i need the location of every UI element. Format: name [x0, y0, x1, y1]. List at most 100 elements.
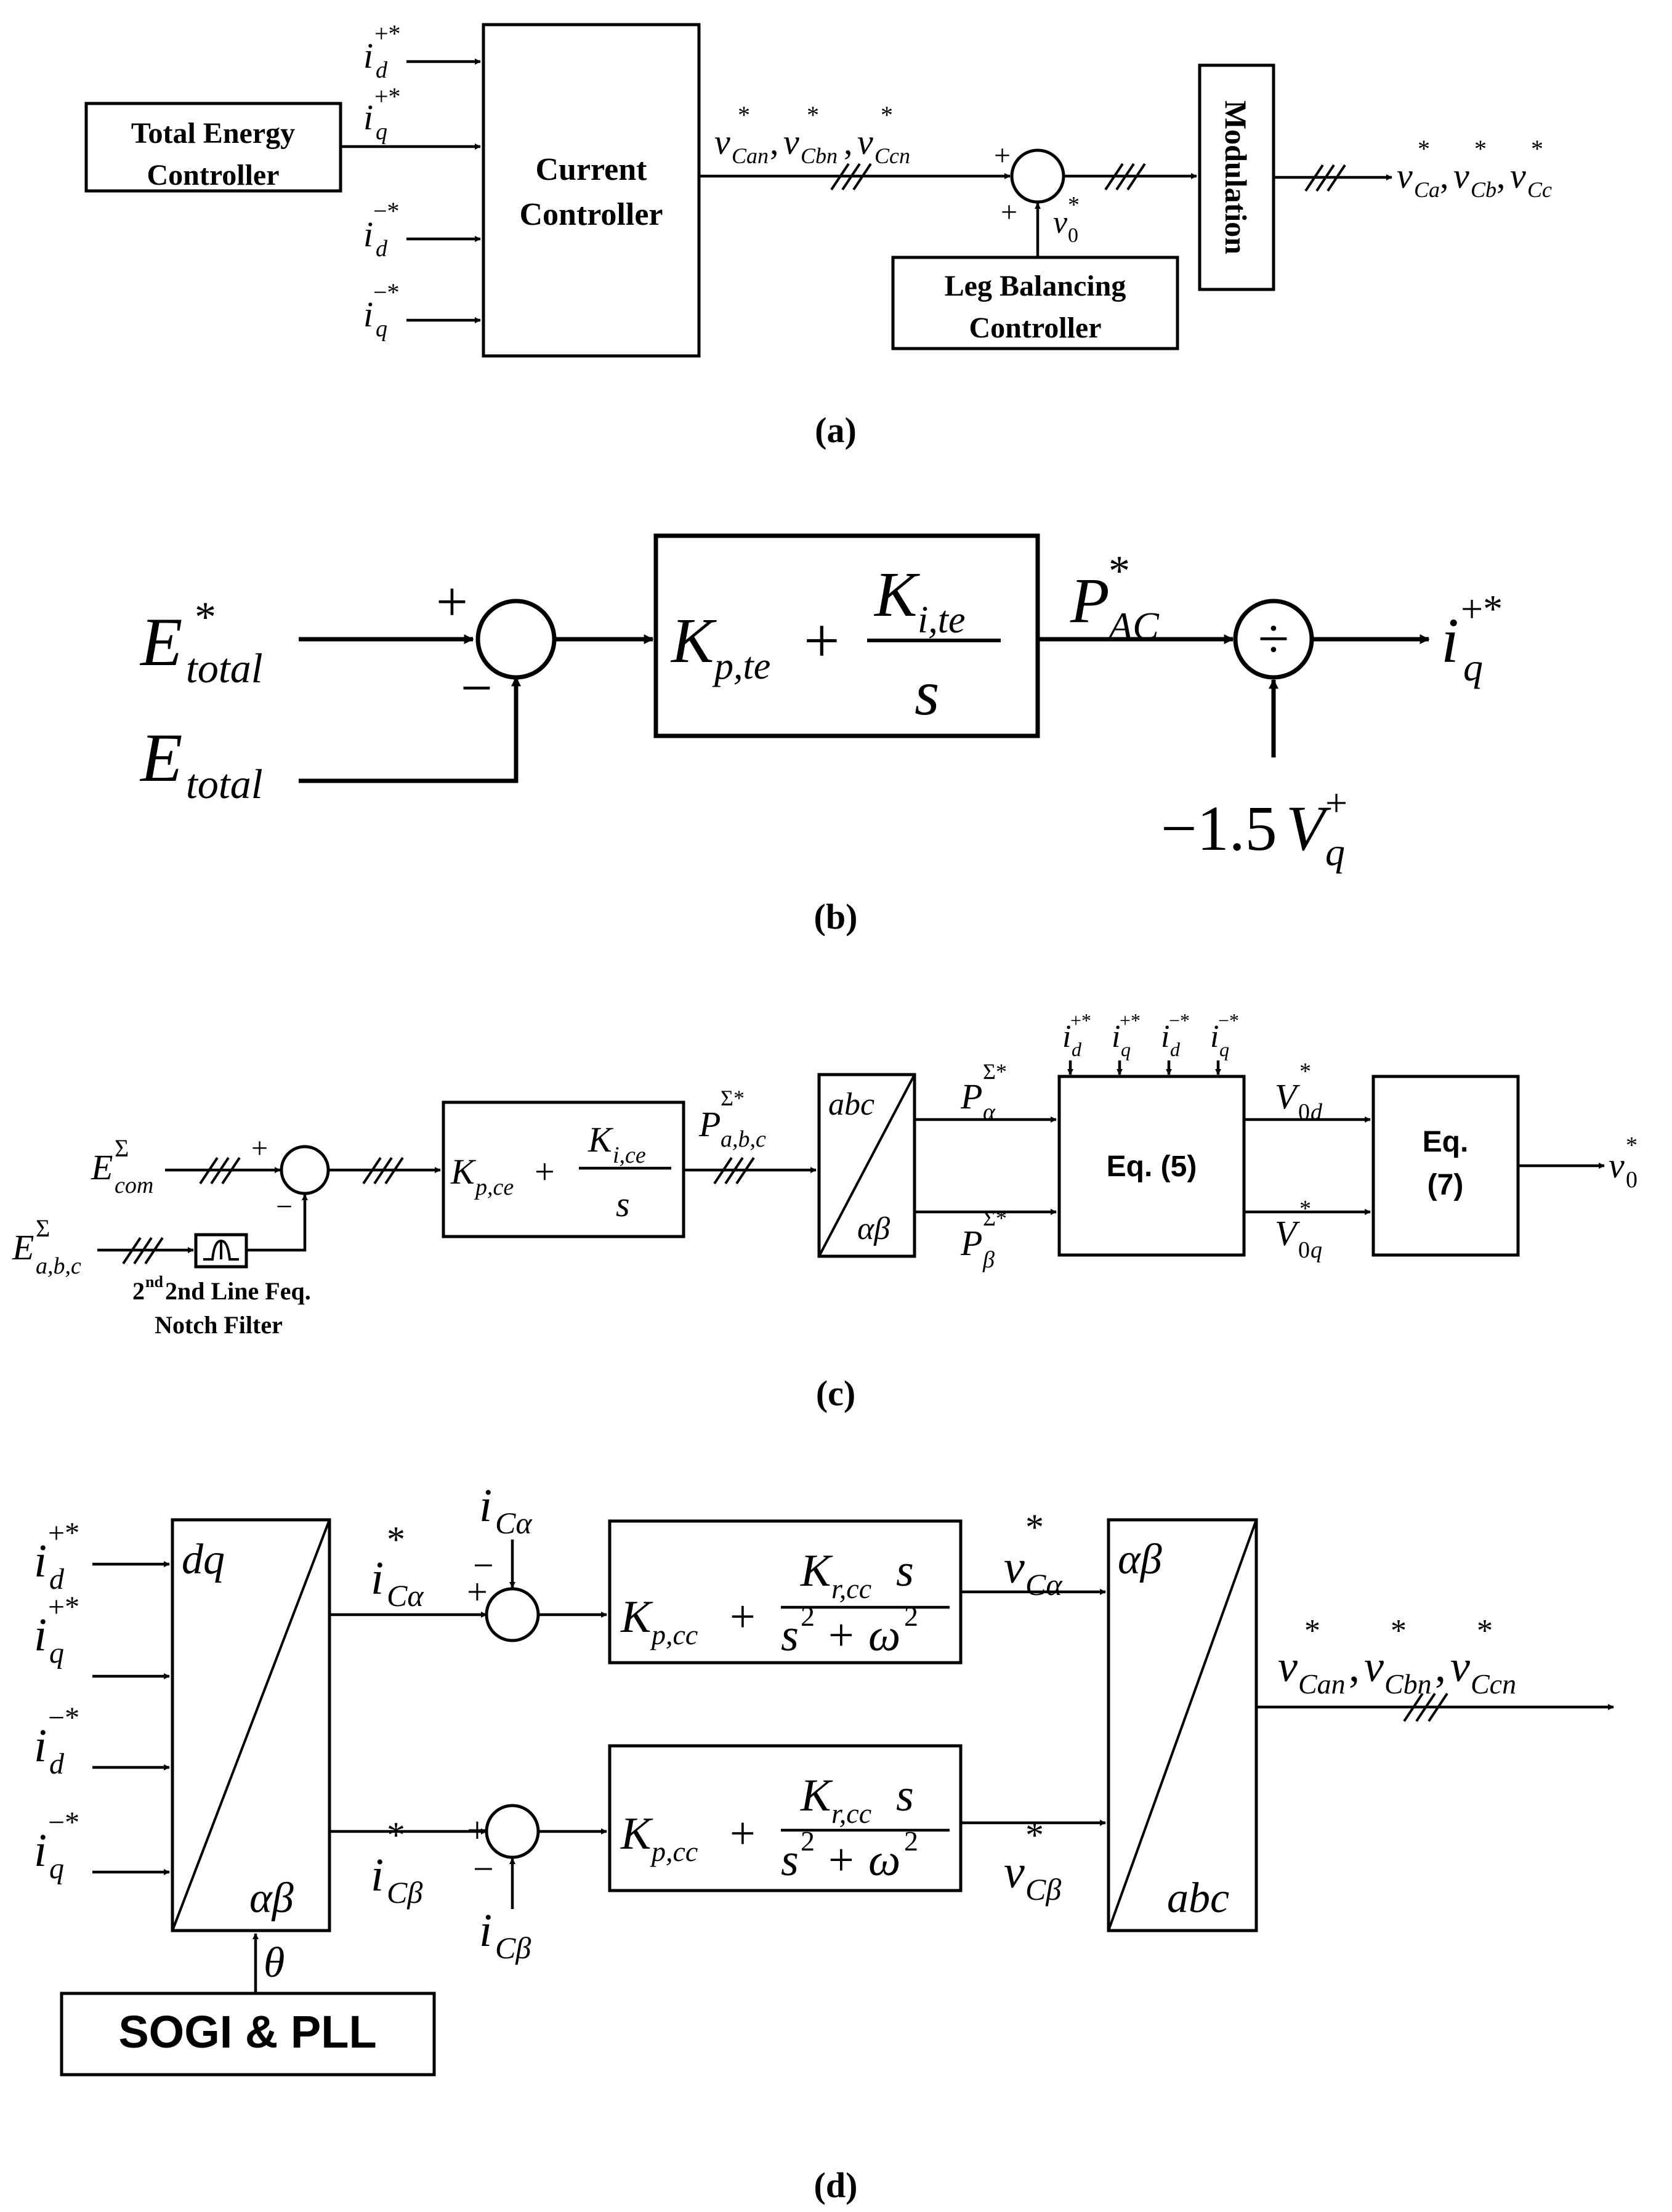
- svg-text:β: β: [982, 1247, 995, 1273]
- svg-text:v: v: [1450, 1642, 1470, 1691]
- b-iq-pos-label: i q +*: [1441, 587, 1503, 689]
- svg-text:v: v: [1510, 156, 1526, 196]
- svg-text:Cβ: Cβ: [1025, 1872, 1061, 1907]
- c-sign-plus: +: [251, 1132, 268, 1165]
- d-ica-label: i Cα: [479, 1480, 533, 1540]
- svg-text:*: *: [1477, 1613, 1493, 1649]
- svg-text:q: q: [1463, 645, 1483, 689]
- svg-text:K: K: [620, 1809, 653, 1859]
- c-eq7-label-1: Eq.: [1423, 1126, 1469, 1158]
- a-sign-plus-bottom: +: [1001, 196, 1017, 228]
- svg-text:i: i: [1062, 1019, 1071, 1054]
- svg-text:Can: Can: [732, 143, 769, 168]
- svg-text:V: V: [1275, 1213, 1301, 1253]
- svg-text:K: K: [800, 1770, 833, 1821]
- svg-text:+*: +*: [1461, 587, 1503, 631]
- c-summing-junction: [280, 1145, 330, 1195]
- svg-text:d: d: [376, 236, 388, 262]
- svg-text:i: i: [363, 294, 373, 334]
- svg-text:K: K: [873, 559, 920, 630]
- svg-text:q: q: [49, 1637, 64, 1669]
- d-sign-minus-alpha: −: [473, 1545, 494, 1586]
- panel-b: E * total E total + − K p,te + K i,te s …: [139, 533, 1503, 937]
- panel-c: E Σ com + − E Σ a,b,c 2: [12, 1009, 1638, 1413]
- a-vca-vcb-vcc-label: v Ca * , v Cb * , v Cc *: [1397, 135, 1552, 202]
- svg-text:v: v: [1278, 1642, 1298, 1691]
- c-eq7-block: Eq. (7): [1371, 1075, 1520, 1257]
- d-vca-label: v Cα *: [1004, 1507, 1063, 1602]
- c-3phase-tick-4: [713, 1156, 755, 1185]
- svg-text:i: i: [363, 97, 373, 137]
- svg-text:,: ,: [1440, 156, 1449, 196]
- svg-text:,: ,: [1496, 156, 1506, 196]
- d-sogi-pll-label: SOGI & PLL: [118, 2006, 376, 2057]
- svg-text:i: i: [363, 36, 373, 76]
- svg-text:αβ: αβ: [857, 1211, 890, 1246]
- svg-text:Cbn: Cbn: [801, 143, 838, 168]
- b-etotal-label: E total: [139, 720, 263, 807]
- svg-text:*: *: [1418, 135, 1430, 163]
- svg-text:a,b,c: a,b,c: [36, 1253, 81, 1279]
- svg-text:Cβ: Cβ: [495, 1931, 531, 1965]
- c-notch-label-2: Notch Filter: [155, 1311, 283, 1339]
- svg-text:−*: −*: [373, 197, 400, 225]
- caption-d: (d): [814, 2165, 858, 2205]
- d-ica-ref-label: i Cα *: [371, 1519, 424, 1613]
- svg-text:v: v: [1004, 1846, 1025, 1898]
- svg-text:K: K: [670, 605, 717, 676]
- svg-text:i: i: [479, 1480, 492, 1532]
- svg-text:*: *: [1531, 135, 1543, 163]
- svg-text:v: v: [1397, 156, 1413, 196]
- total-energy-controller-label-2: Controller: [147, 159, 279, 192]
- svg-text:E: E: [91, 1147, 113, 1187]
- c-sign-minus: −: [276, 1190, 293, 1223]
- svg-text:−*: −*: [48, 1806, 79, 1839]
- c-eq5-block: Eq. (5): [1057, 1075, 1246, 1257]
- svg-text:i: i: [1210, 1019, 1219, 1054]
- svg-text:p,cc: p,cc: [650, 1836, 698, 1867]
- svg-text:i: i: [34, 1720, 47, 1772]
- svg-text:d: d: [1072, 1038, 1082, 1060]
- svg-text:Σ*: Σ*: [983, 1206, 1007, 1230]
- modulation-block: Modulation: [1198, 63, 1275, 291]
- svg-text:total: total: [186, 645, 263, 692]
- svg-text:v: v: [783, 122, 799, 162]
- svg-text:Cα: Cα: [495, 1506, 533, 1540]
- svg-text:Σ*: Σ*: [983, 1059, 1007, 1084]
- svg-text:E: E: [139, 604, 182, 680]
- caption-c: (c): [816, 1373, 855, 1413]
- d-pr-controller-beta-block: K p,cc + K r,cc s s 2 + ω 2: [608, 1744, 963, 1892]
- svg-text:2: 2: [904, 1600, 918, 1632]
- svg-text:q: q: [49, 1852, 64, 1885]
- svg-text:,: ,: [1349, 1642, 1360, 1691]
- d-pr-controller-alpha-block: K p,cc + K r,cc s s 2 + ω 2: [608, 1519, 963, 1665]
- a-3phase-tick-1: [830, 163, 872, 191]
- svg-text:*: *: [1068, 192, 1080, 218]
- svg-text:K: K: [620, 1592, 653, 1642]
- svg-text:+*: +*: [1070, 1009, 1091, 1031]
- svg-text:+: +: [535, 1152, 555, 1192]
- b-sign-minus: −: [461, 656, 493, 719]
- svg-text:K: K: [588, 1120, 614, 1160]
- svg-text:v: v: [1004, 1541, 1025, 1593]
- svg-text:−*: −*: [1218, 1009, 1239, 1031]
- d-iq-neg-label: i q −*: [34, 1806, 79, 1885]
- svg-text:*: *: [1304, 1613, 1320, 1649]
- total-energy-controller-label-1: Total Energy: [131, 117, 295, 150]
- svg-text:Cβ: Cβ: [387, 1875, 422, 1910]
- svg-text:q: q: [376, 316, 387, 342]
- svg-text:s: s: [896, 1546, 914, 1596]
- d-icb-label: i Cβ: [479, 1905, 531, 1965]
- c-3phase-tick-3: [362, 1156, 404, 1185]
- svg-text:Cb: Cb: [1471, 177, 1496, 202]
- svg-text:2: 2: [801, 1825, 815, 1857]
- svg-text:i: i: [371, 1849, 384, 1901]
- svg-text:+*: +*: [1120, 1009, 1141, 1031]
- d-theta-label: θ: [264, 1939, 285, 1987]
- svg-text:Ccn: Ccn: [874, 143, 910, 168]
- svg-text:+: +: [1325, 781, 1347, 825]
- a-3phase-tick-3: [1304, 164, 1346, 192]
- svg-text:i: i: [34, 1535, 47, 1587]
- leg-balancing-label-1: Leg Balancing: [945, 270, 1126, 302]
- c-eq5-label: Eq. (5): [1107, 1150, 1197, 1183]
